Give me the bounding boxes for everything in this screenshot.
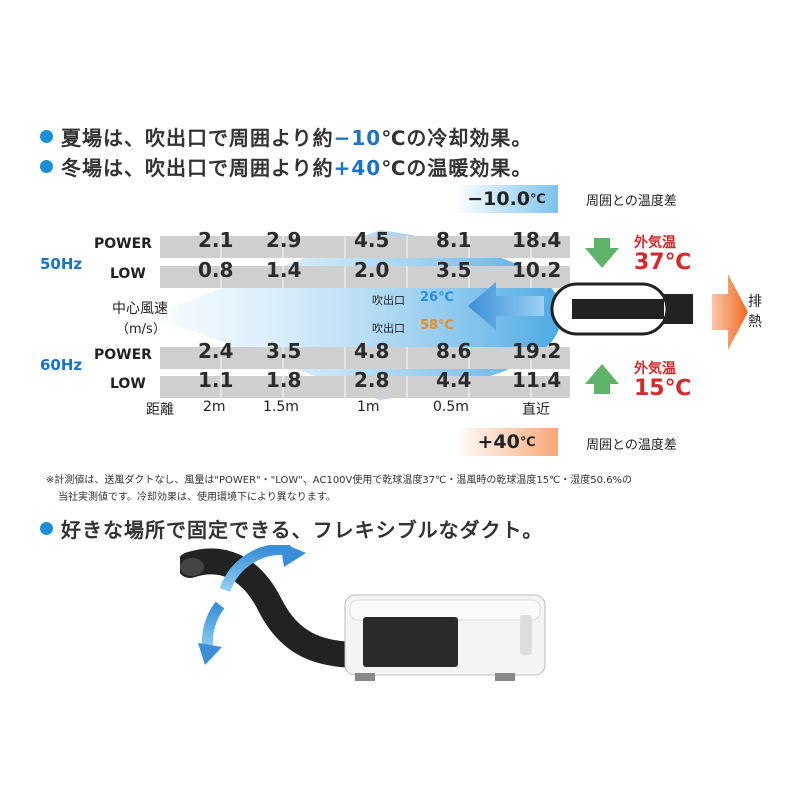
unit-foot [495,673,515,681]
speed-value: 3.5 [436,258,472,282]
measurement-note: ※計測値は、送風ダクトなし、風量は"POWER"・"LOW"、AC100V使用で… [46,475,633,503]
flexible-duct [180,548,373,668]
freq-50hz-label: 50Hz [40,255,83,273]
speed-value: 4.4 [436,368,472,392]
row-label: POWER [94,347,152,363]
unit-handle [520,615,532,655]
cooling-delta-box: −10.0℃ [455,185,558,213]
outside-winter-value: 15℃ [634,376,692,401]
row-label: LOW [110,266,146,282]
flexible-duct-bullet: 好きな場所で固定できる、フレキシブルなダクト。 [40,514,543,543]
exhaust-arrow-icon [712,274,748,350]
product-illustration [180,545,546,681]
speed-value: 2.8 [354,368,390,392]
speed-value: 19.2 [512,339,562,363]
speed-value: 2.4 [198,339,234,363]
unit-grille [363,617,458,667]
heating-effect-bullet: 冬場は、吹出口で周囲より約+40℃の温暖効果。 [40,152,532,181]
rotate-arrow-icon [201,601,225,651]
speed-value: 10.2 [512,258,562,282]
speed-value: 2.1 [198,228,234,252]
speed-value: 3.5 [266,339,302,363]
row-bar-60hz-power [160,347,570,369]
heating-delta-box: +40℃ [455,428,558,456]
outside-summer-label: 外気温 [634,235,676,251]
freq-60hz-label: 60Hz [40,356,83,374]
cooling-effect-bullet: 夏場は、吹出口で周囲より約−10℃の冷却効果。 [40,122,532,151]
row-bar-50hz-low [160,266,570,288]
speed-value: 2.0 [354,258,390,282]
speed-value: 8.6 [436,339,472,363]
outlet-label: 吹出口 [372,322,405,335]
distance-value: 0.5m [433,399,469,415]
speed-value: 1.8 [266,368,302,392]
outside-summer-value: 37℃ [634,250,692,275]
speed-value: 4.5 [354,228,390,252]
outlet-arrow-icon [468,282,544,330]
speed-value: 0.8 [198,258,234,282]
row-bar-50hz-power [160,236,570,258]
heating-delta-label: 周囲との温度差 [586,438,677,453]
exhaust-label: 排熱 [748,294,762,330]
speed-value: 1.1 [198,368,234,392]
distance-value: 1.5m [263,399,299,415]
cooling-delta-label: 周囲との温度差 [586,194,677,209]
row-label: LOW [110,376,146,392]
rotate-arrowhead-icon [198,643,222,665]
speed-value: 2.9 [266,228,302,252]
rotate-arrowhead-icon [280,545,306,567]
row-label: POWER [94,236,152,252]
row-bar-60hz-low [160,376,570,398]
center-speed-unit: （m/s） [116,322,166,337]
outlet-warm-temp: 58℃ [420,318,454,333]
speed-value: 1.4 [266,258,302,282]
duct-opening [180,558,204,576]
outlet-cool-temp: 26℃ [420,290,454,305]
speed-value: 11.4 [512,368,562,392]
up-arrow-icon [585,364,619,394]
rotate-arrow-icon [219,545,291,592]
center-speed-label: 中心風速 [112,301,168,317]
distance-value: 1m [357,399,380,415]
speed-value: 8.1 [436,228,472,252]
bullet-dot [40,522,53,535]
unit-foot [355,673,375,681]
duct-end-icon [550,282,693,336]
speed-value: 4.8 [354,339,390,363]
distance-label: 距離 [146,402,174,418]
outlet-label: 吹出口 [372,294,405,307]
speed-value: 18.4 [512,228,562,252]
distance-value: 直近 [522,402,550,418]
bullet-dot [40,130,53,143]
bullet-dot [40,160,53,173]
outside-winter-label: 外気温 [634,361,676,377]
down-arrow-icon [585,238,619,268]
distance-value: 2m [203,399,226,415]
